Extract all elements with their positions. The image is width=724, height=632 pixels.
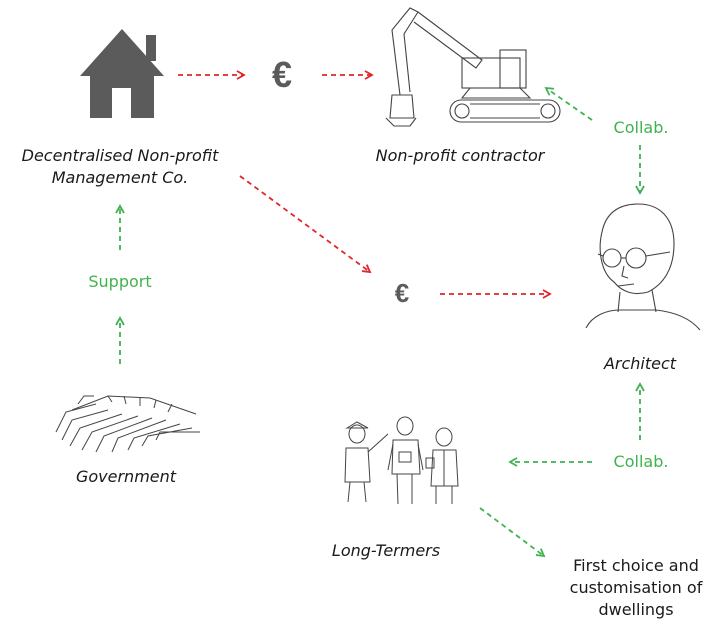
parliament-icon	[55, 395, 200, 453]
outcome-text: First choice and customisation of dwelli…	[548, 555, 724, 621]
arrow-long-termers-to-outcome	[479, 507, 546, 558]
management-label-line2: Management Co.	[51, 168, 189, 187]
contractor-label: Non-profit contractor	[375, 146, 545, 165]
support-label: Support	[88, 272, 152, 291]
government-label: Government	[75, 467, 177, 486]
house-icon	[80, 29, 164, 118]
outcome-line3: dwellings	[598, 600, 674, 619]
group-of-people-icon	[344, 416, 459, 505]
long-termers-label: Long-Termers	[331, 541, 441, 560]
outcome-line2: customisation of	[569, 578, 703, 597]
management-label: Decentralised Non-profit Management Co.	[0, 145, 240, 189]
management-label-line1: Decentralised Non-profit	[21, 146, 219, 165]
collab-label-bottom: Collab.	[613, 452, 669, 471]
excavator-icon	[385, 7, 561, 127]
outcome-line1: First choice and	[573, 556, 699, 575]
architect-label: Architect	[603, 354, 677, 373]
arrow-collab-to-contractor	[544, 86, 593, 121]
euro-symbol-1: €	[272, 54, 292, 95]
euro-symbol-2: €	[395, 278, 409, 308]
arrow-management-to-euro-2	[239, 175, 372, 274]
person-glasses-icon	[585, 203, 701, 331]
collab-label-top: Collab.	[613, 118, 669, 137]
